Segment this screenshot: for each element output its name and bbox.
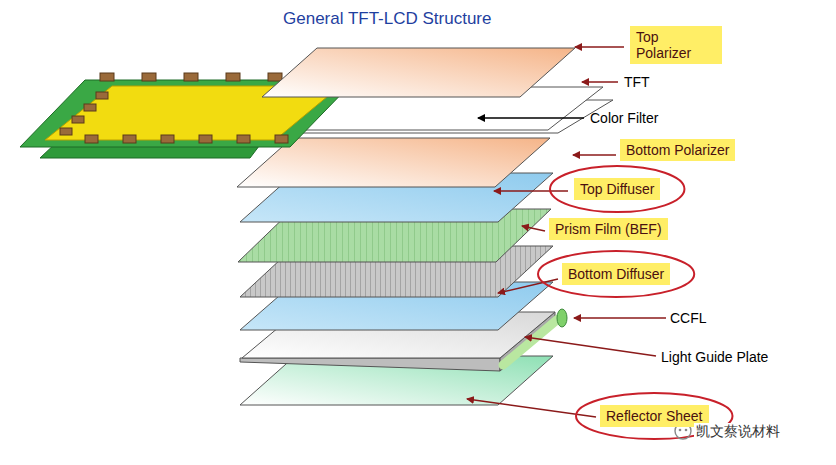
part-name: Bottom Diffuser xyxy=(568,266,664,282)
callout-box: Reflector Sheet xyxy=(600,405,709,427)
driver-tab xyxy=(123,135,136,143)
driver-tab xyxy=(199,135,212,143)
driver-tab xyxy=(275,135,288,143)
driver-tab xyxy=(268,73,282,81)
part-name: Top Diffuser xyxy=(580,181,654,197)
driver-tab xyxy=(72,116,84,123)
highlight-ring xyxy=(538,251,694,297)
driver-tab xyxy=(184,73,198,81)
highlight-ring xyxy=(550,166,684,212)
diagram-title: General TFT-LCD Structure xyxy=(283,9,491,29)
driver-tab xyxy=(96,92,108,99)
driver-tab xyxy=(84,104,96,111)
part-name: Prism Film (BEF) xyxy=(555,221,662,237)
driver-tab xyxy=(161,135,174,143)
part-name: Bottom Polarizer xyxy=(626,142,729,158)
callout-box: Top Polarizer xyxy=(630,26,722,64)
part-name: Reflector Sheet xyxy=(606,408,703,424)
driver-tab xyxy=(142,73,156,81)
driver-tab xyxy=(237,135,250,143)
driver-tab xyxy=(100,73,114,81)
driver-tab xyxy=(226,73,240,81)
callout-box: Bottom Diffuser xyxy=(562,263,670,285)
part-name: TFT xyxy=(624,74,650,90)
callout-box: Bottom Polarizer xyxy=(620,139,735,161)
polarizer-sheet xyxy=(262,48,575,97)
callout-box: Prism Film (BEF) xyxy=(549,218,668,240)
part-name: Light Guide Plate xyxy=(661,349,768,365)
callout-box: Top Diffuser xyxy=(574,178,660,200)
part-name: Color Filter xyxy=(590,110,658,126)
part-name: CCFL xyxy=(670,310,707,326)
driver-tab xyxy=(60,128,72,135)
ccfl-tube xyxy=(503,319,558,365)
ccfl-end xyxy=(557,309,567,327)
part-name: Top Polarizer xyxy=(636,29,716,61)
light-guide-edge xyxy=(240,358,500,371)
watermark: 凯文蔡说材料 xyxy=(694,423,782,439)
driver-tab xyxy=(85,135,98,143)
